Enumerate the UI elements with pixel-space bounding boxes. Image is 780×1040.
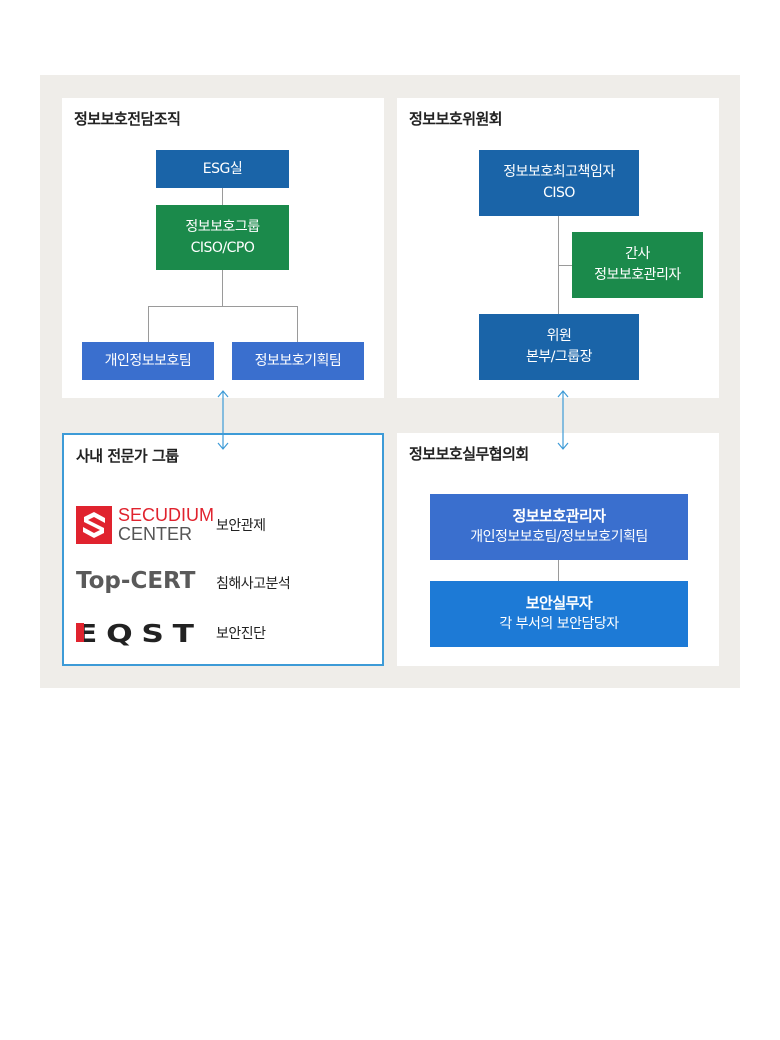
- logo-text-top-cert: Top-CERT: [76, 568, 196, 594]
- connector-line: [222, 270, 223, 306]
- connector-line: [297, 306, 298, 342]
- box-sublabel: 각 부서의 보안담당자: [499, 616, 619, 632]
- top-cert-logo: Top-CERT: [76, 563, 195, 599]
- box-sublabel: CISO/CPO: [190, 239, 255, 256]
- expert-desc-diagnosis: 보안진단: [216, 626, 266, 642]
- logo-text-secudium: SECUDIUM: [118, 505, 215, 525]
- box-label: 정보보호관리자: [512, 507, 606, 525]
- box-sublabel: 정보보호관리자: [594, 267, 681, 283]
- secudium-center-logo: SECUDIUM CENTER: [76, 505, 214, 545]
- panel-title: 사내 전문가 그룹: [76, 447, 179, 465]
- box-sublabel: 본부/그룹장: [525, 349, 593, 365]
- security-group-box: 정보보호그룹 CISO/CPO: [156, 205, 289, 270]
- box-label: 정보보호기획팀: [254, 352, 342, 369]
- ciso-box: 정보보호최고책임자 CISO: [479, 150, 639, 216]
- connector-line: [222, 188, 223, 205]
- box-label: 정보보호최고책임자: [503, 164, 615, 180]
- box-label: 보안실무자: [525, 594, 593, 612]
- box-sublabel: CISO: [543, 185, 575, 201]
- panel-working-council: 정보보호실무협의회 정보보호관리자 개인정보보호팀/정보보호기획팀 보안실무자 …: [397, 433, 719, 666]
- double-arrow-icon: [217, 390, 229, 450]
- members-box: 위원 본부/그룹장: [479, 314, 639, 380]
- box-label: 정보보호그룹: [185, 218, 260, 235]
- panel-title: 정보보호위원회: [409, 110, 503, 128]
- logo-text-eqst: EQST: [76, 618, 203, 648]
- panel-title: 정보보호전담조직: [74, 110, 181, 128]
- eqst-red-accent: [76, 623, 84, 642]
- logo-text-center: CENTER: [118, 524, 193, 544]
- box-label: 간사: [625, 246, 650, 262]
- box-label: 위원: [546, 328, 572, 344]
- planning-team-box: 정보보호기획팀: [232, 342, 364, 380]
- box-label: ESG실: [202, 160, 243, 177]
- panel-title: 정보보호실무협의회: [409, 445, 529, 463]
- secudium-s-icon: [76, 506, 112, 544]
- privacy-team-box: 개인정보보호팀: [82, 342, 214, 380]
- expert-desc-monitoring: 보안관제: [216, 518, 266, 534]
- secretary-box: 간사 정보보호관리자: [572, 232, 703, 298]
- expert-desc-incident-analysis: 침해사고분석: [216, 576, 291, 592]
- security-staff-box: 보안실무자 각 부서의 보안담당자: [430, 581, 688, 647]
- connector-line: [558, 265, 572, 266]
- esg-office-box: ESG실: [156, 150, 289, 188]
- connector-line: [148, 306, 149, 342]
- connector-line: [148, 306, 298, 307]
- panel-dedicated-organization: 정보보호전담조직 ESG실 정보보호그룹 CISO/CPO 개인정보보호팀 정보…: [62, 98, 384, 398]
- panel-committee: 정보보호위원회 정보보호최고책임자 CISO 간사 정보보호관리자 위원 본부/…: [397, 98, 719, 398]
- eqst-logo: EQST: [76, 615, 194, 651]
- org-chart-background: 정보보호전담조직 ESG실 정보보호그룹 CISO/CPO 개인정보보호팀 정보…: [40, 75, 740, 688]
- security-manager-box: 정보보호관리자 개인정보보호팀/정보보호기획팀: [430, 494, 688, 560]
- box-sublabel: 개인정보보호팀/정보보호기획팀: [470, 529, 648, 545]
- connector-line: [558, 560, 559, 581]
- panel-expert-group: 사내 전문가 그룹 SECUDIUM CENTER 보안관제 Top-CERT …: [62, 433, 384, 666]
- box-label: 개인정보보호팀: [104, 352, 192, 369]
- double-arrow-icon: [557, 390, 569, 450]
